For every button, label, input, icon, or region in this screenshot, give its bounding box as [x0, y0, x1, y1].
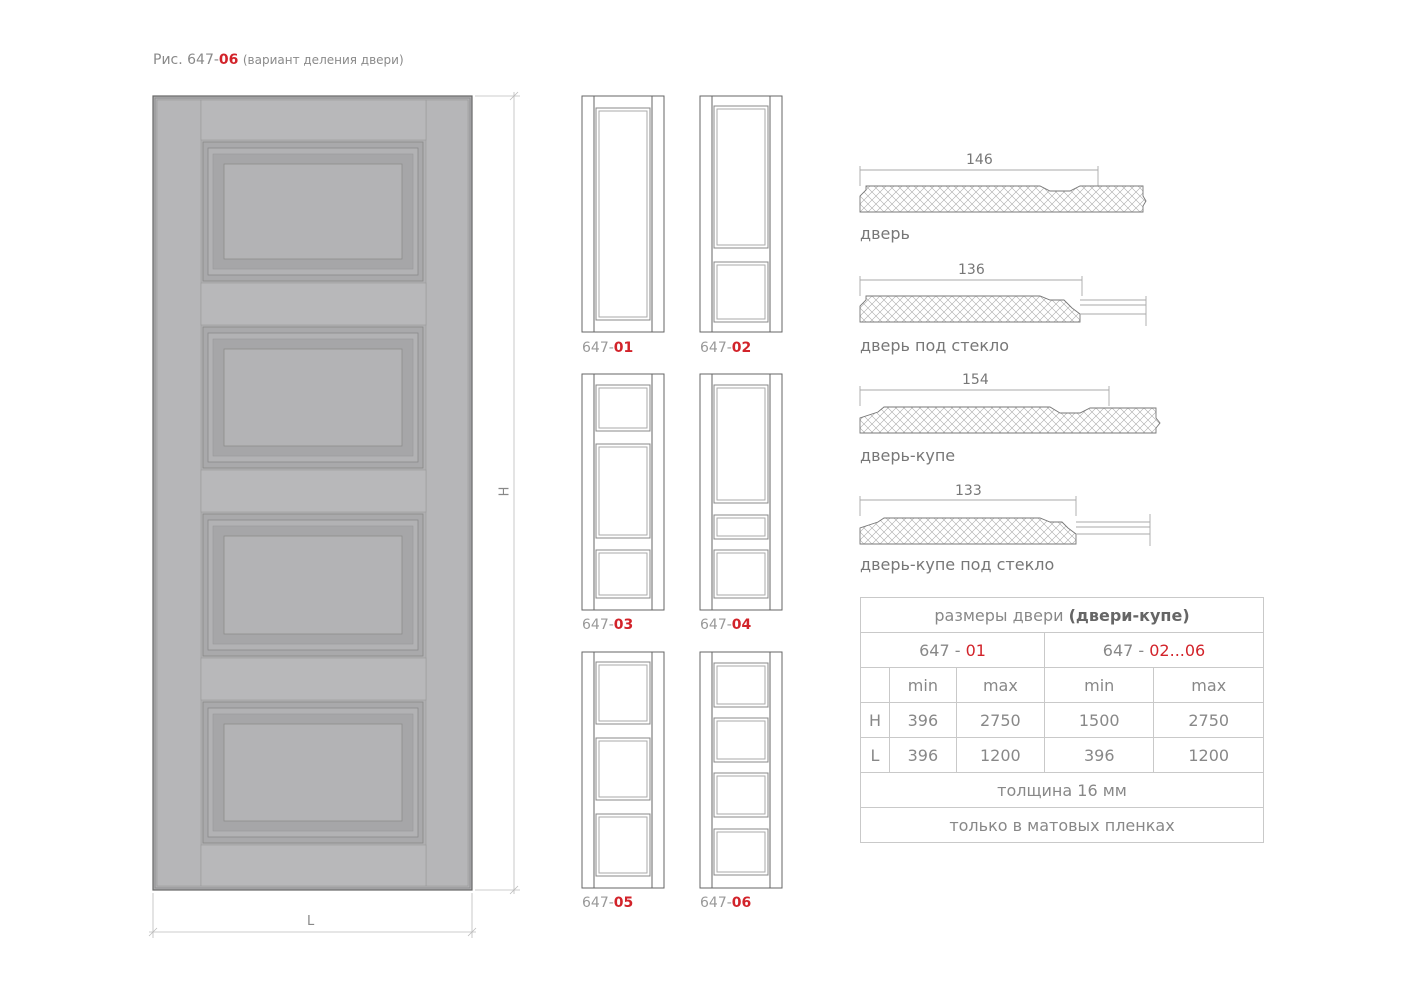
main-door-panels [202, 141, 424, 844]
figure-caption: Рис. 647-06 (вариант деления двери) [153, 52, 404, 68]
table-col-min: min [1043, 667, 1155, 703]
table-note-row: только в матовых пленках [860, 807, 1264, 843]
table-col-max: max [955, 667, 1046, 703]
table-group-01: 647 - 01 [860, 632, 1045, 668]
table-cell: 2750 [1153, 702, 1264, 738]
width-label: L [307, 914, 315, 929]
profile-width-136: 136 [958, 262, 985, 278]
variant-label-04: 647-04 [700, 617, 752, 633]
table-row: H 396 2750 1500 2750 [860, 702, 1264, 738]
table-cell: 396 [889, 702, 957, 738]
table-cell: 1500 [1043, 702, 1155, 738]
profile-label-door-glass: дверь под стекло [860, 336, 1010, 355]
profile-sliding-door [859, 386, 1161, 434]
variant-05-drawing [581, 651, 665, 889]
table-col-min: min [889, 667, 957, 703]
profile-sliding-door-glass [859, 496, 1151, 546]
width-dimension-line [148, 893, 477, 938]
variant-03-drawing [581, 373, 665, 611]
table-note: только в матовых пленках [860, 807, 1264, 843]
table-row-label: L [860, 737, 890, 773]
height-dimension-line [475, 91, 520, 895]
table-cell: 396 [1043, 737, 1155, 773]
table-group-02-06: 647 - 02...06 [1044, 632, 1264, 668]
table-col-max: max [1153, 667, 1264, 703]
variant-label-02: 647-02 [700, 340, 752, 356]
table-cell: 1200 [955, 737, 1046, 773]
variant-04-drawing [699, 373, 783, 611]
table-header-row: min max min max [860, 667, 1264, 703]
table-thickness-row: толщина 16 мм [860, 772, 1264, 808]
table-row-label: H [860, 702, 890, 738]
table-row: L 396 1200 396 1200 [860, 737, 1264, 773]
table-cell: 1200 [1153, 737, 1264, 773]
profile-width-133: 133 [955, 483, 982, 499]
profile-width-146: 146 [966, 152, 993, 168]
variant-label-05: 647-05 [582, 895, 634, 911]
variant-label-01: 647-01 [582, 340, 634, 356]
profile-label-sliding-door-glass: дверь-купе под стекло [860, 555, 1055, 574]
profile-label-sliding-door: дверь-купе [860, 446, 956, 465]
table-cell: 396 [889, 737, 957, 773]
profile-door [859, 166, 1147, 213]
variant-02-drawing [699, 95, 783, 333]
table-title-row: размеры двери (двери-купе) [860, 597, 1264, 633]
table-cell: 2750 [955, 702, 1046, 738]
variant-label-03: 647-03 [582, 617, 634, 633]
table-thickness: толщина 16 мм [860, 772, 1264, 808]
profile-label-door: дверь [860, 224, 910, 243]
table-title: размеры двери (двери-купе) [860, 597, 1264, 633]
door-sizes-table: размеры двери (двери-купе) 647 - 01 647 … [860, 597, 1264, 843]
profile-door-glass [859, 276, 1147, 326]
variant-06-drawing [699, 651, 783, 889]
table-corner-cell [860, 667, 890, 703]
variant-01-drawing [581, 95, 665, 333]
variant-label-06: 647-06 [700, 895, 752, 911]
table-group-row: 647 - 01 647 - 02...06 [860, 632, 1264, 668]
profile-width-154: 154 [962, 372, 989, 388]
